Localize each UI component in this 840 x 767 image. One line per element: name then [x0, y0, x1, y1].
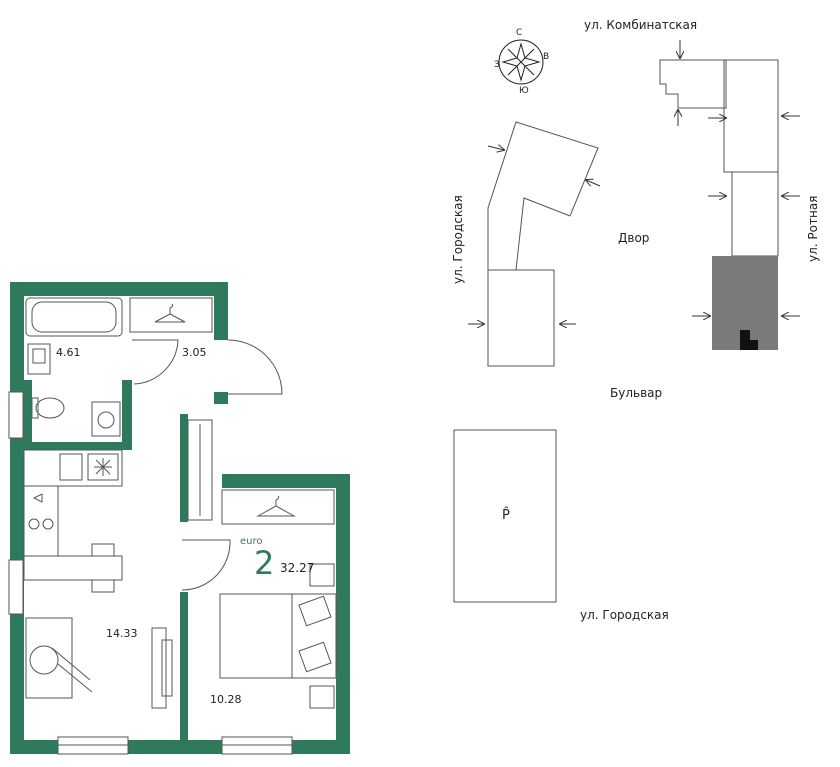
compass-rose	[498, 39, 544, 85]
bedroom-area: 10.28	[210, 693, 242, 706]
windows	[8, 391, 293, 755]
compass-west: З	[494, 60, 500, 70]
compass-east: В	[543, 52, 550, 62]
building-right-mid	[723, 59, 779, 173]
street-right: ул. Ротная	[806, 195, 820, 262]
building-left-upper	[487, 121, 599, 271]
type-label: euro	[240, 536, 263, 547]
building-right-lower	[731, 171, 779, 257]
rooms-label: 2	[254, 544, 275, 582]
building-right-top	[659, 59, 727, 109]
compass-south: Ю	[519, 86, 529, 96]
bathroom-area: 4.61	[56, 346, 81, 359]
fixtures	[23, 297, 337, 709]
parking-lot	[453, 429, 557, 603]
building-left-lower	[487, 269, 555, 367]
street-bottom: ул. Городская	[580, 608, 669, 622]
entrance-arrows	[468, 40, 800, 324]
street-top: ул. Комбинатская	[584, 18, 698, 32]
total-area: 32.27	[280, 561, 315, 575]
living-kitchen-area: 14.33	[106, 627, 138, 640]
boulevard-label: Бульвар	[610, 386, 663, 400]
hall-area: 3.05	[182, 346, 207, 359]
yard-label: Двор	[618, 231, 650, 245]
street-left: ул. Городская	[451, 195, 465, 284]
compass-north: С	[516, 28, 523, 38]
parking-label: P̂	[502, 508, 510, 523]
